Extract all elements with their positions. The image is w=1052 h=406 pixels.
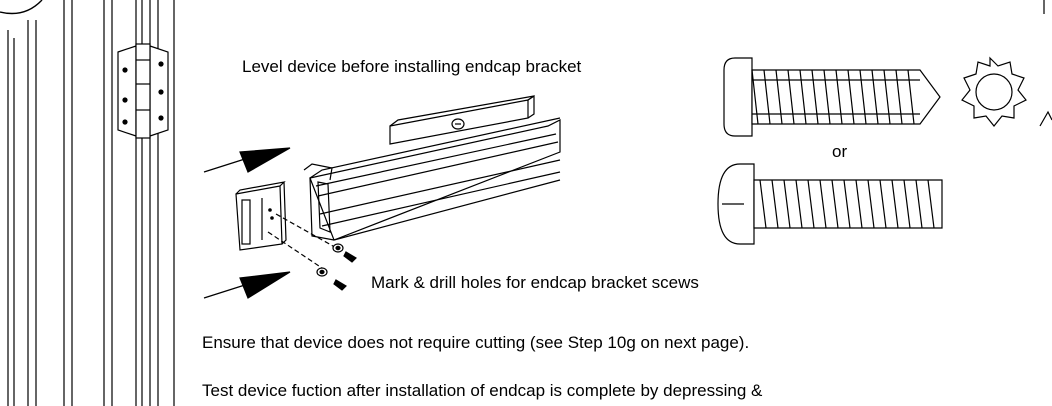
level-tool [389,94,535,145]
level-device-instruction: Level device before installing endcap br… [242,57,582,76]
door-hinge [117,43,169,139]
device-extrusion [303,117,561,241]
ensure-no-cutting-instruction: Ensure that device does not require cutt… [202,333,750,352]
arrow-lower [203,271,291,299]
step-circle-partial [0,0,43,15]
arrow-upper [203,147,291,173]
or-label: or [832,142,848,161]
star-washer [961,56,1027,127]
mark-drill-instruction: Mark & drill holes for endcap bracket sc… [371,273,699,292]
machine-screw [717,163,943,245]
test-function-instruction: Test device fuction after installation o… [202,381,763,400]
tapping-screw [723,57,941,137]
bracket-screws [267,213,357,291]
right-edge-fragment [1039,110,1052,127]
